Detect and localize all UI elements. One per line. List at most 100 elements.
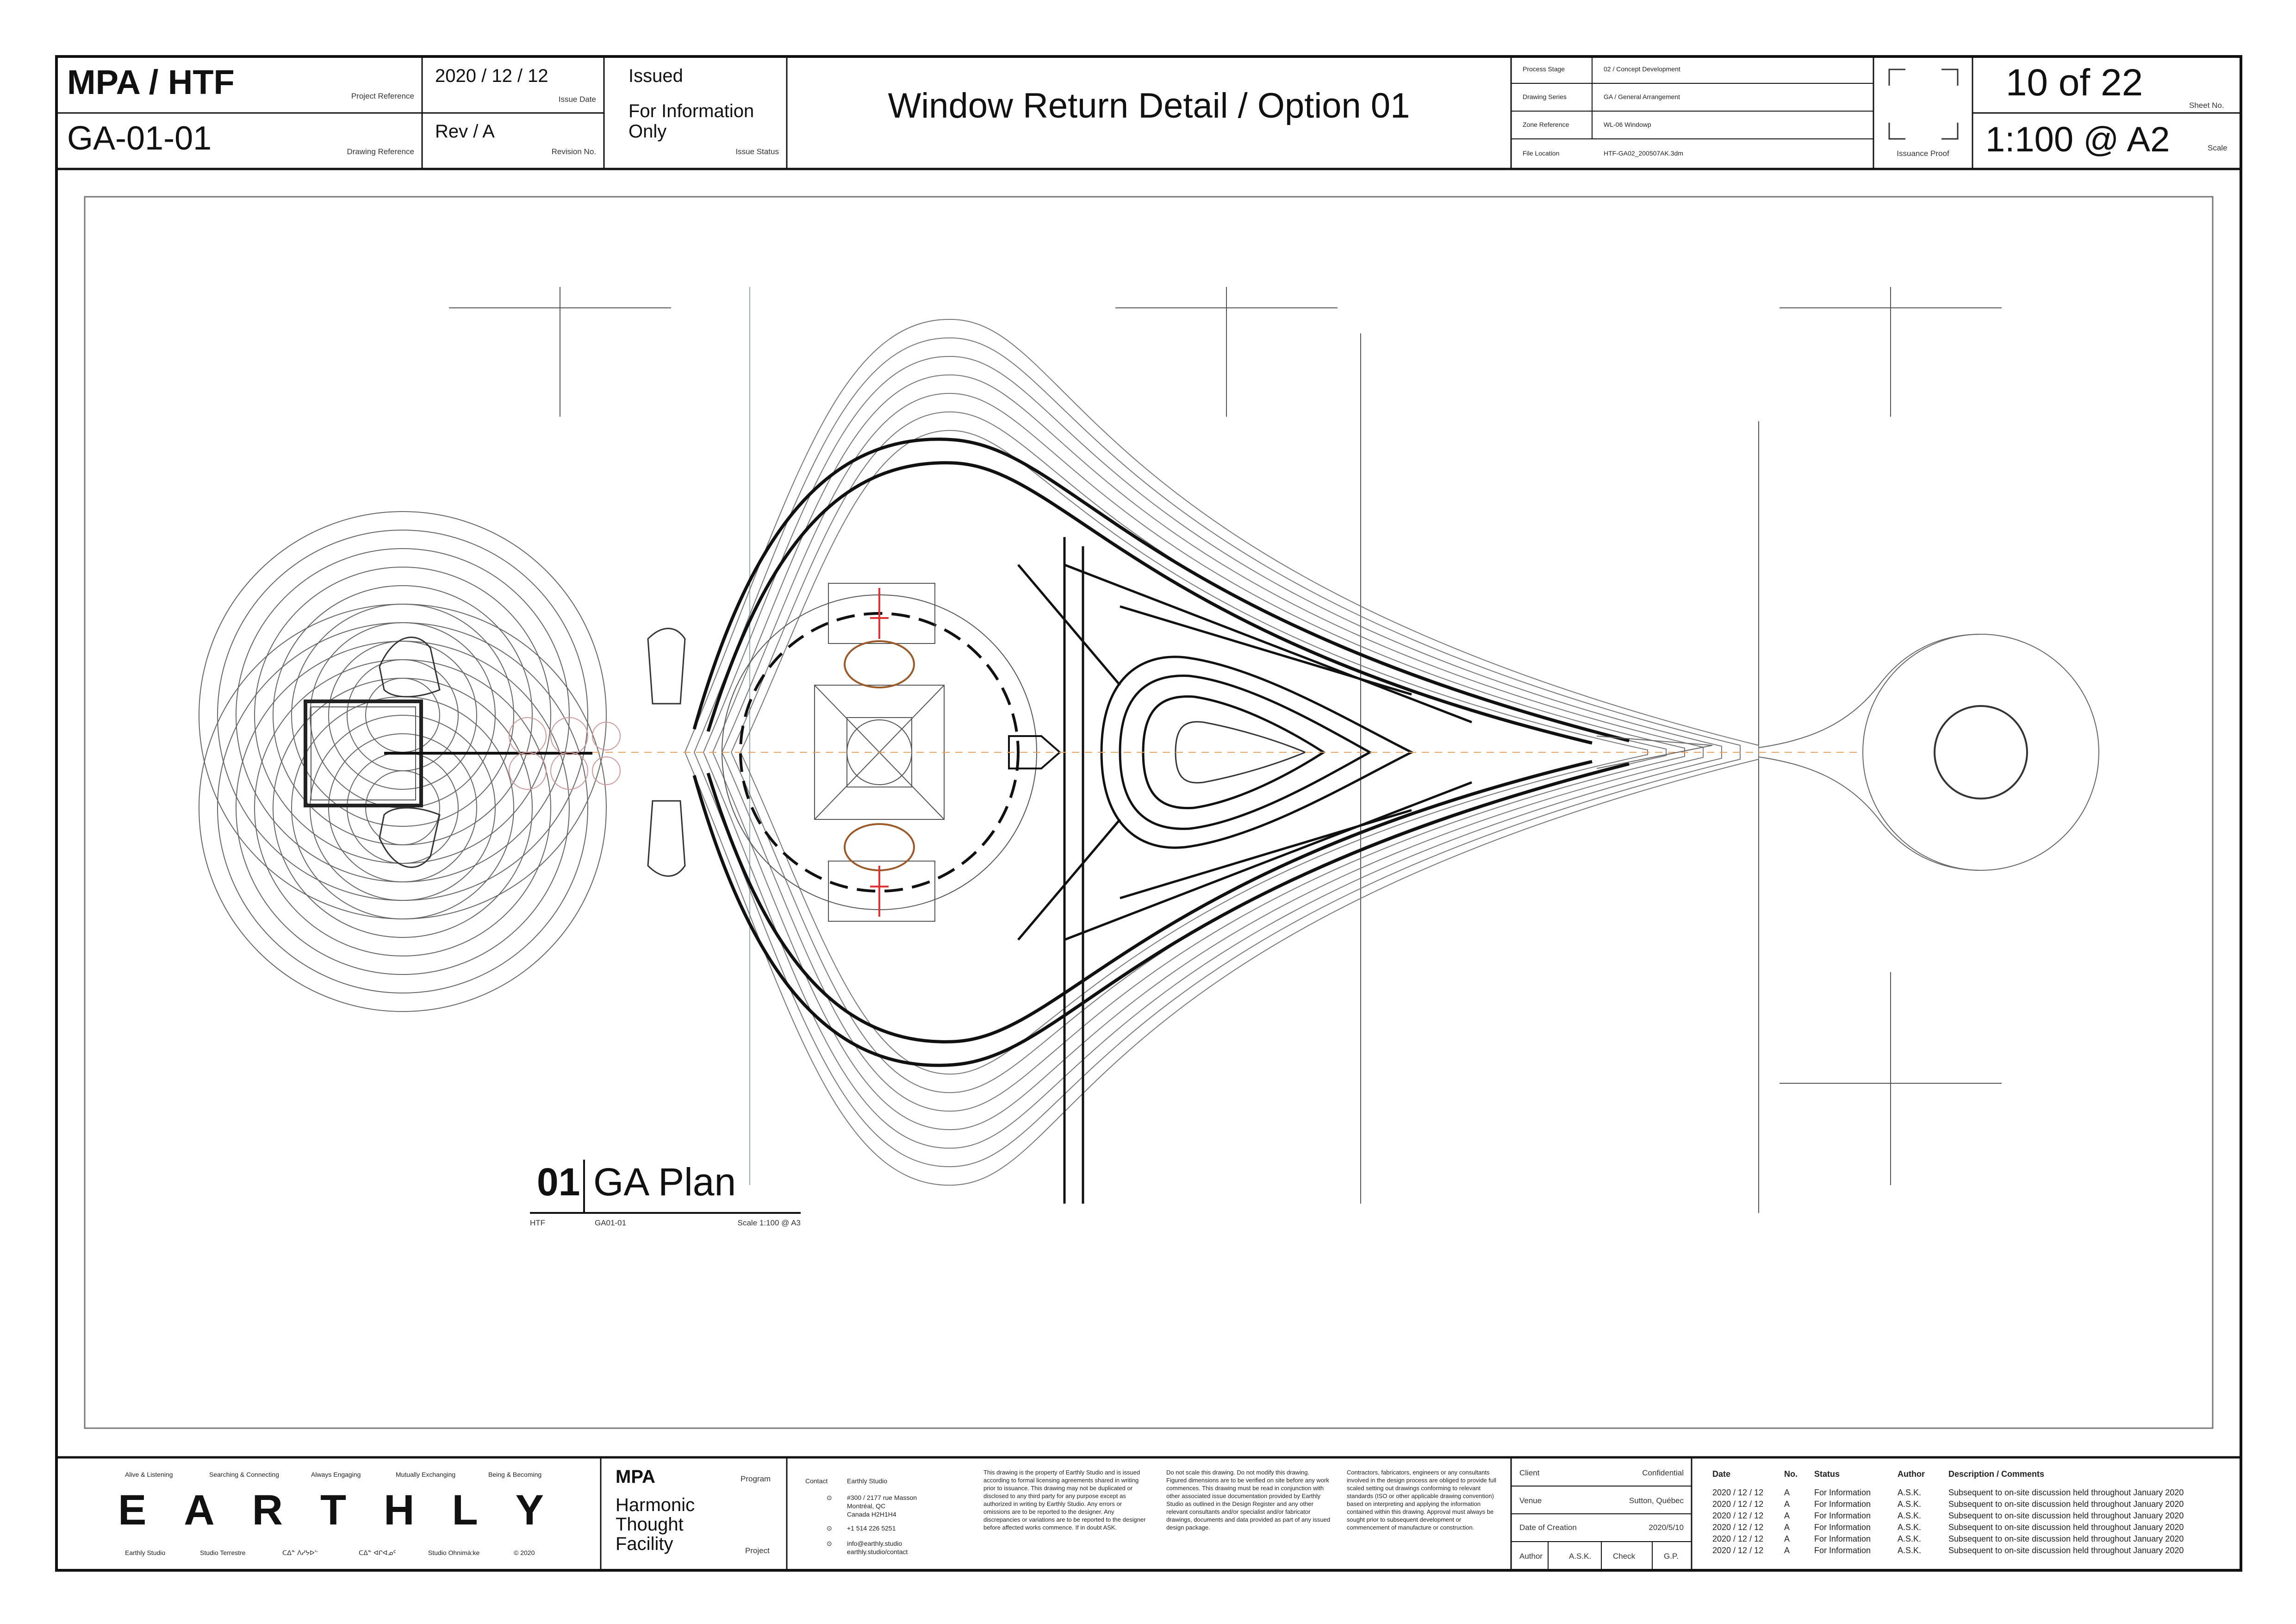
brand-letter-t: T <box>320 1487 347 1534</box>
rev-row-1-status: For Information <box>1814 1488 1871 1497</box>
address-line-1: #300 / 2177 rue Masson <box>847 1494 917 1501</box>
plan-project: HTF <box>530 1218 546 1227</box>
zone-reference-label: Zone Reference <box>1523 121 1569 128</box>
plan-scale: Scale 1:100 @ A3 <box>737 1218 801 1227</box>
file-location: HTF-GA02_200507AK.3dm <box>1604 150 1683 157</box>
boats <box>379 628 686 877</box>
rev-header-author: Author <box>1898 1469 1925 1479</box>
value-1: Alive & Listening <box>125 1471 173 1478</box>
rev-row-2-no: A <box>1784 1499 1790 1509</box>
studio-6: © 2020 <box>514 1549 535 1556</box>
rev-header-date: Date <box>1712 1469 1731 1479</box>
rev-row-3-no: A <box>1784 1511 1790 1520</box>
rev-row-5-status: For Information <box>1814 1534 1871 1543</box>
ga-plan-drawing <box>199 287 2099 1214</box>
issuance-proof-label: Issuance Proof <box>1897 149 1949 158</box>
issued-label: Issued <box>628 66 683 86</box>
rev-row-6-status: For Information <box>1814 1546 1871 1555</box>
main-boundary <box>692 437 1630 1067</box>
rev-row-3-status: For Information <box>1814 1511 1871 1520</box>
rev-row-6-author: A.S.K. <box>1898 1546 1922 1555</box>
rev-row-2-author: A.S.K. <box>1898 1499 1922 1509</box>
plan-reference: GA01-01 <box>595 1218 627 1227</box>
structural-lines <box>1017 537 1472 1204</box>
value-5: Being & Becoming <box>488 1471 542 1478</box>
rev-row-3-date: 2020 / 12 / 12 <box>1712 1511 1764 1520</box>
process-stage-label: Process Stage <box>1523 65 1565 73</box>
client-label: Client <box>1519 1468 1540 1477</box>
rev-row-2-description: Subsequent to on-site discussion held th… <box>1948 1499 2184 1509</box>
studio-4: ᑕᐃᓐ ᐊᒋᐊᓄᑦ <box>359 1549 396 1556</box>
sheet-number: 10 of 22 <box>2005 62 2143 104</box>
address-line-2: Montréal, QC <box>847 1502 886 1510</box>
copyright-note: This drawing is the property of Earthly … <box>983 1469 1146 1531</box>
email-link[interactable]: info@earthly.studio <box>847 1540 902 1547</box>
rev-row-5-date: 2020 / 12 / 12 <box>1712 1534 1764 1543</box>
program-code: MPA <box>616 1467 655 1487</box>
project-name-1: Harmonic <box>616 1495 695 1515</box>
program-label: Program <box>740 1474 771 1483</box>
creation-date: 2020/5/10 <box>1649 1523 1684 1532</box>
rev-row-4-date: 2020 / 12 / 12 <box>1712 1523 1764 1532</box>
rev-row-5-description: Subsequent to on-site discussion held th… <box>1948 1534 2184 1543</box>
rev-row-4-no: A <box>1784 1523 1790 1532</box>
rev-header-status: Status <box>1814 1469 1840 1479</box>
project-reference-label: Project Reference <box>351 92 414 100</box>
author-label: Author <box>1519 1552 1543 1561</box>
file-location-label: File Location <box>1523 150 1560 157</box>
venue-label: Venue <box>1519 1496 1542 1505</box>
rev-row-2-date: 2020 / 12 / 12 <box>1712 1499 1764 1509</box>
zone-reference: WL-06 Windowp <box>1604 121 1651 128</box>
rev-row-4-author: A.S.K. <box>1898 1523 1922 1532</box>
rev-header-no: No. <box>1784 1469 1798 1479</box>
rev-row-1-date: 2020 / 12 / 12 <box>1712 1488 1764 1497</box>
issue-status-line1: For Information <box>628 101 754 121</box>
red-markers <box>870 588 889 917</box>
issue-date-label: Issue Date <box>558 95 596 104</box>
value-3: Always Engaging <box>311 1471 361 1478</box>
left-circle-field <box>199 511 607 1012</box>
check-value: G.P. <box>1664 1552 1679 1561</box>
email-icon: ⊙ <box>827 1540 832 1547</box>
brand-letter-l: L <box>452 1487 478 1534</box>
web-link[interactable]: earthly.studio/contact <box>847 1548 908 1555</box>
rev-row-4-status: For Information <box>1814 1523 1871 1532</box>
brand-letter-a: A <box>184 1487 215 1534</box>
scaling-note: Do not scale this drawing. Do not modify… <box>1166 1469 1331 1531</box>
drawing-reference-label: Drawing Reference <box>347 147 414 156</box>
pink-circles <box>509 717 621 790</box>
author-value: A.S.K. <box>1569 1552 1592 1561</box>
issuance-proof-frame <box>1888 69 1959 140</box>
drawing-reference: GA-01-01 <box>67 120 212 157</box>
phone-icon: ⊙ <box>827 1524 832 1532</box>
address-line-3: Canada H2H1H4 <box>847 1511 896 1518</box>
issue-date: 2020 / 12 / 12 <box>435 66 548 86</box>
contact-name: Earthly Studio <box>847 1477 888 1485</box>
project-name: Harmonic Thought Facility <box>616 1495 695 1554</box>
rev-row-2-status: For Information <box>1814 1499 1871 1509</box>
project-name-3: Facility <box>616 1534 673 1554</box>
check-label: Check <box>1613 1552 1636 1561</box>
rev-row-1-description: Subsequent to on-site discussion held th… <box>1948 1488 2184 1497</box>
brand-letter-y: Y <box>515 1487 544 1534</box>
rev-row-3-author: A.S.K. <box>1898 1511 1922 1520</box>
phone[interactable]: +1 514 226 5251 <box>847 1524 896 1532</box>
sheet-border <box>55 55 2242 1572</box>
contractor-note: Contractors, fabricators, engineers or a… <box>1347 1469 1497 1531</box>
studio-1: Earthly Studio <box>125 1549 166 1556</box>
rev-row-1-author: A.S.K. <box>1898 1488 1922 1497</box>
issue-status-line2: Only <box>628 121 667 142</box>
rev-row-3-description: Subsequent to on-site discussion held th… <box>1948 1511 2184 1520</box>
brand-wordmark: E A R T H L Y <box>118 1486 544 1535</box>
process-stage: 02 / Concept Development <box>1604 65 1680 73</box>
project-label: Project <box>745 1546 770 1555</box>
studio-3: ᑕᐃᓐ ᐱᓯᔭᐅᓪ <box>282 1549 319 1556</box>
rev-row-5-no: A <box>1784 1534 1790 1543</box>
venue-value: Sutton, Québec <box>1629 1496 1684 1505</box>
rev-row-6-date: 2020 / 12 / 12 <box>1712 1546 1764 1555</box>
creation-date-label: Date of Creation <box>1519 1523 1577 1532</box>
drawing-frame <box>84 196 2214 1429</box>
header-grid <box>56 56 2241 169</box>
